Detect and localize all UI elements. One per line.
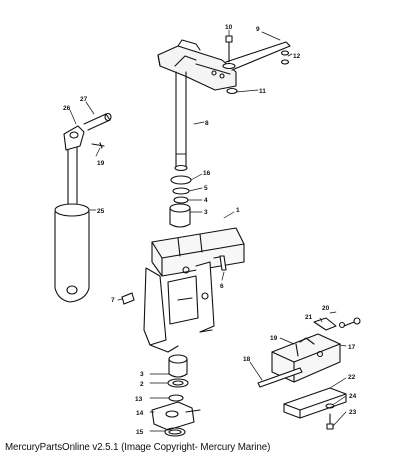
callout-6: 6 <box>220 283 224 290</box>
bolt-10 <box>222 35 236 70</box>
spring-21 <box>313 317 337 331</box>
callout-27: 27 <box>80 96 88 103</box>
callout-3-lower: 3 <box>140 371 144 378</box>
bushing-3-lower <box>168 354 188 378</box>
callout-11: 11 <box>259 88 266 95</box>
grease-fitting-6 <box>219 255 227 271</box>
callout-22: 22 <box>348 374 356 381</box>
washer-24 <box>325 403 335 409</box>
callout-15: 15 <box>136 429 144 436</box>
callout-16: 16 <box>203 170 211 177</box>
copyright-footer: MercuryPartsOnline v2.5.1 (Image Copyrig… <box>5 442 271 453</box>
callout-21: 21 <box>305 314 313 321</box>
callout-19-lower: 19 <box>270 335 278 342</box>
pin-19 <box>295 343 299 357</box>
callout-9: 9 <box>256 26 260 33</box>
tilt-lock-lever <box>271 333 341 383</box>
callout-26: 26 <box>63 105 71 112</box>
washer-12-a <box>280 50 290 56</box>
callout-2: 2 <box>140 381 144 388</box>
callout-12: 12 <box>293 53 301 60</box>
steering-arm <box>157 39 291 91</box>
callout-5: 5 <box>204 185 208 192</box>
callout-23: 23 <box>349 409 357 416</box>
callout-25: 25 <box>97 208 105 215</box>
plug-7 <box>121 292 135 305</box>
washer-13 <box>168 394 184 402</box>
washer-11 <box>226 87 238 95</box>
callout-1: 1 <box>236 207 240 214</box>
tilt-cylinder <box>54 112 112 303</box>
callout-3-upper: 3 <box>204 209 208 216</box>
callout-14: 14 <box>136 410 144 417</box>
lower-yoke-14 <box>151 401 201 431</box>
callout-17: 17 <box>348 344 356 351</box>
block-22 <box>283 387 347 419</box>
callout-7: 7 <box>111 297 115 304</box>
part-labels: 10 9 12 11 27 26 19 8 25 16 5 4 3 1 6 7 … <box>63 24 357 436</box>
washer-12-b <box>280 59 290 65</box>
callout-19-upper: 19 <box>97 160 105 167</box>
rod-18 <box>257 367 303 388</box>
washer-16 <box>170 175 192 185</box>
callout-18: 18 <box>243 356 251 363</box>
bearing-2 <box>167 378 189 388</box>
washer-5 <box>172 187 190 195</box>
swivel-shaft <box>174 71 188 172</box>
seal-15 <box>164 427 186 437</box>
callout-4: 4 <box>204 197 208 204</box>
screw-20 <box>343 317 361 327</box>
washer-4 <box>173 196 189 204</box>
swivel-bracket <box>143 227 245 353</box>
callout-13: 13 <box>135 396 143 403</box>
callout-10: 10 <box>225 24 233 31</box>
callout-24: 24 <box>349 393 357 400</box>
bushing-3-upper <box>169 203 191 228</box>
callout-8: 8 <box>205 120 209 127</box>
bolt-23 <box>326 413 334 430</box>
callout-20: 20 <box>322 305 330 312</box>
